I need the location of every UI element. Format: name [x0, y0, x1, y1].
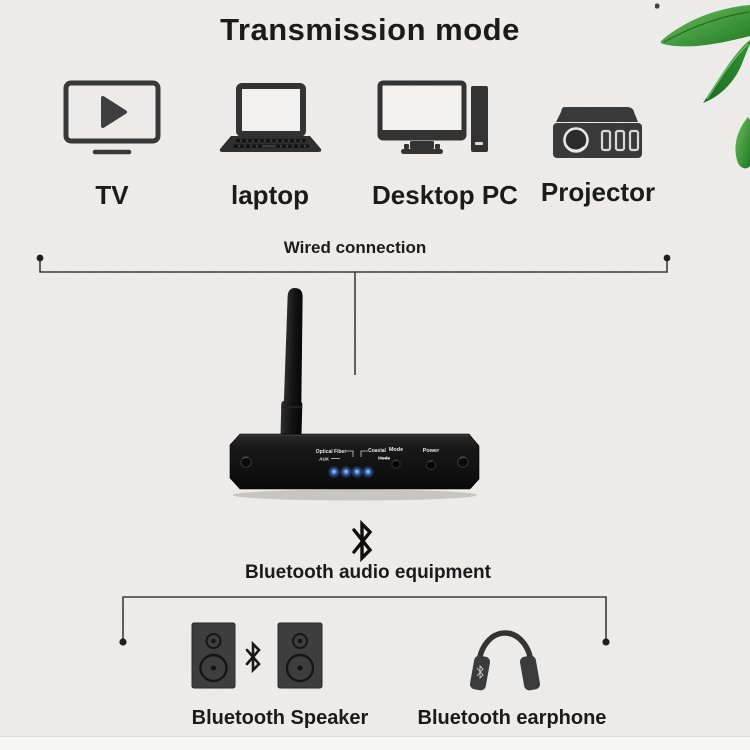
source-label-projector: Projector — [540, 177, 656, 207]
bluetooth-earphone-icon — [469, 630, 541, 691]
panel-label-coaxial-mode: Mode — [378, 456, 390, 461]
power-button — [426, 460, 436, 470]
speaker-right — [277, 622, 323, 689]
device-body — [229, 433, 480, 490]
projector-icon — [553, 107, 642, 158]
panel-label-optical-fiber: Optical Fiber — [316, 449, 347, 455]
screw-left — [240, 456, 252, 468]
panel-label-coaxial: Coaxial — [368, 448, 386, 454]
led-indicators — [328, 466, 374, 478]
bluetooth-tiny-icon — [476, 664, 484, 680]
leaf-dot — [655, 3, 660, 9]
device-shadow — [233, 489, 477, 501]
panel-label-mode: Mode — [389, 447, 403, 453]
leaf-decoration — [655, 3, 750, 169]
bluetooth-icon — [352, 519, 373, 563]
bluetooth-audio-equipment-label: Bluetooth audio equipment — [245, 562, 491, 583]
mode-button — [391, 459, 401, 469]
source-label-laptop: laptop — [231, 180, 309, 210]
bluetooth-speaker-icon — [191, 622, 323, 689]
bluetooth-earphone-label: Bluetooth earphone — [417, 707, 607, 729]
bottom-edge — [0, 736, 750, 750]
panel-bracket-lines — [331, 450, 390, 459]
source-label-desktop-pc: Desktop PC — [372, 180, 518, 210]
laptop-icon — [219, 83, 322, 152]
panel-label-aux: AUX — [319, 457, 330, 462]
panel-label-power: Power — [423, 448, 440, 454]
antenna — [280, 288, 303, 438]
tv-icon — [63, 80, 161, 155]
bluetooth-speaker-label: Bluetooth Speaker — [191, 707, 369, 729]
speaker-left — [191, 622, 236, 689]
desktop-pc-icon — [377, 80, 488, 154]
transmitter-device: Optical Fiber AUX Coaxial Mode Mode Powe… — [229, 288, 480, 501]
screw-right — [457, 456, 469, 468]
bluetooth-small-icon — [245, 640, 261, 674]
wired-connection-label: Wired connection — [283, 238, 427, 257]
source-label-tv: TV — [95, 180, 129, 210]
page-title: Transmission mode — [220, 12, 520, 47]
